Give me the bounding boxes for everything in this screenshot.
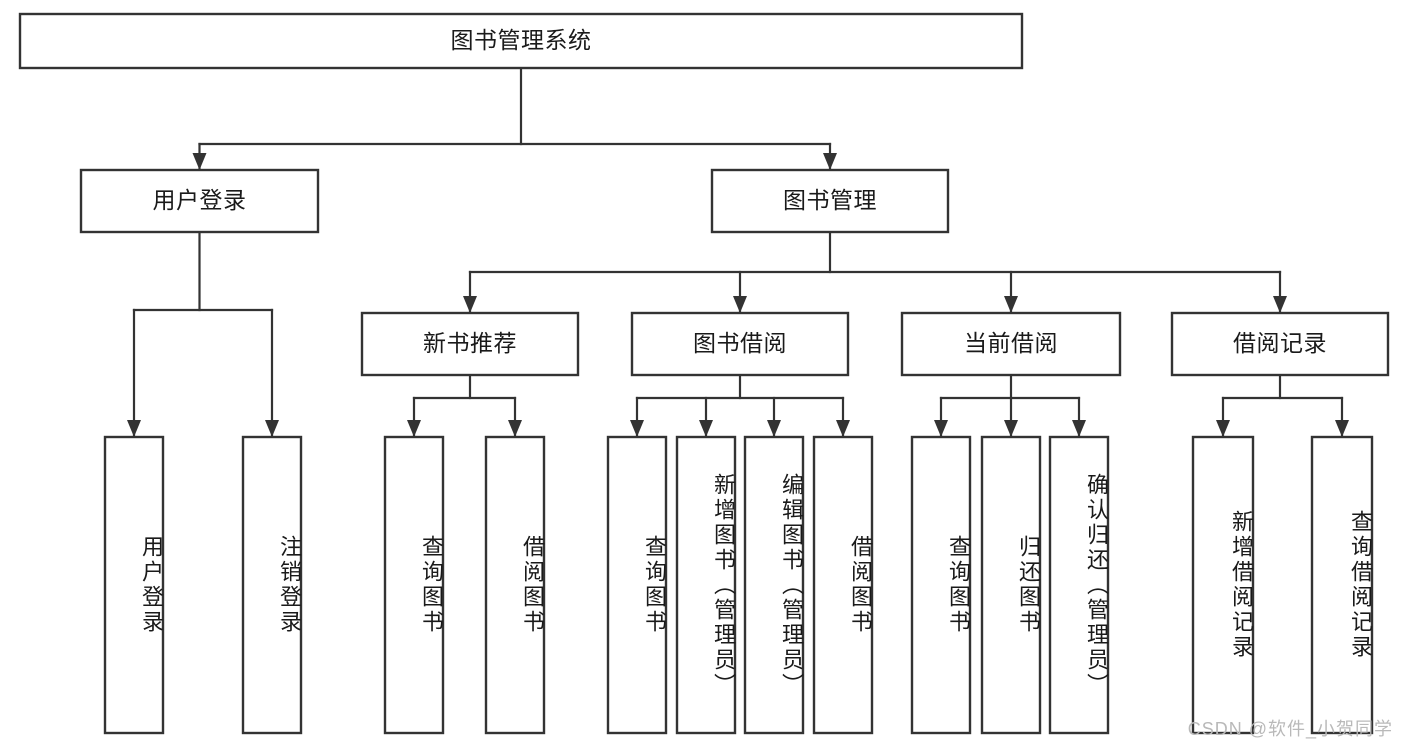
arrow-book-manage-0 — [463, 296, 477, 313]
edge-layer — [127, 66, 1349, 439]
node-box-leaf-user-login[interactable] — [103, 435, 165, 735]
arrow-book-borrow-2 — [767, 420, 781, 437]
node-box-borrow-record[interactable] — [1170, 311, 1390, 377]
node-box-root[interactable] — [18, 12, 1024, 70]
arrow-current-borrow-2 — [1072, 420, 1086, 437]
arrow-book-manage-2 — [1004, 296, 1018, 313]
node-box-leaf-cur-confirm-return[interactable] — [1048, 435, 1110, 735]
arrow-borrow-record-0 — [1216, 420, 1230, 437]
arrow-root-0 — [192, 153, 207, 170]
node-box-leaf-cur-query-book[interactable] — [910, 435, 972, 735]
node-layer — [18, 12, 1390, 735]
node-box-book-borrow[interactable] — [630, 311, 850, 377]
arrow-new-book-recommend-1 — [508, 420, 522, 437]
node-box-leaf-cur-return-book[interactable] — [980, 435, 1042, 735]
arrow-borrow-record-1 — [1335, 420, 1349, 437]
node-box-current-borrow[interactable] — [900, 311, 1122, 377]
arrow-book-borrow-3 — [836, 420, 850, 437]
arrow-book-manage-1 — [733, 296, 747, 313]
node-box-leaf-brw-edit-book[interactable] — [743, 435, 805, 735]
node-box-leaf-rec-add-record[interactable] — [1191, 435, 1255, 735]
arrow-current-borrow-1 — [1004, 420, 1018, 437]
node-box-leaf-brw-borrow-book[interactable] — [812, 435, 874, 735]
arrow-user-login-0 — [127, 420, 141, 437]
arrow-current-borrow-0 — [934, 420, 948, 437]
arrow-user-login-1 — [265, 420, 279, 437]
node-box-leaf-brw-add-book[interactable] — [675, 435, 737, 735]
node-box-leaf-user-logout[interactable] — [241, 435, 303, 735]
node-box-leaf-brw-query-book[interactable] — [606, 435, 668, 735]
arrow-book-borrow-1 — [699, 420, 713, 437]
node-box-user-login[interactable] — [79, 168, 320, 234]
node-box-leaf-rec-query-book[interactable] — [383, 435, 445, 735]
node-box-leaf-rec-query-record[interactable] — [1310, 435, 1374, 735]
arrow-root-1 — [823, 153, 837, 170]
arrow-book-manage-3 — [1273, 296, 1287, 313]
node-box-book-manage[interactable] — [710, 168, 950, 234]
watermark-text: CSDN @软件_小贺同学 — [1187, 719, 1393, 739]
arrow-book-borrow-0 — [630, 420, 644, 437]
arrow-new-book-recommend-0 — [407, 420, 421, 437]
node-box-leaf-rec-borrow-book[interactable] — [484, 435, 546, 735]
node-box-new-book-recommend[interactable] — [360, 311, 580, 377]
